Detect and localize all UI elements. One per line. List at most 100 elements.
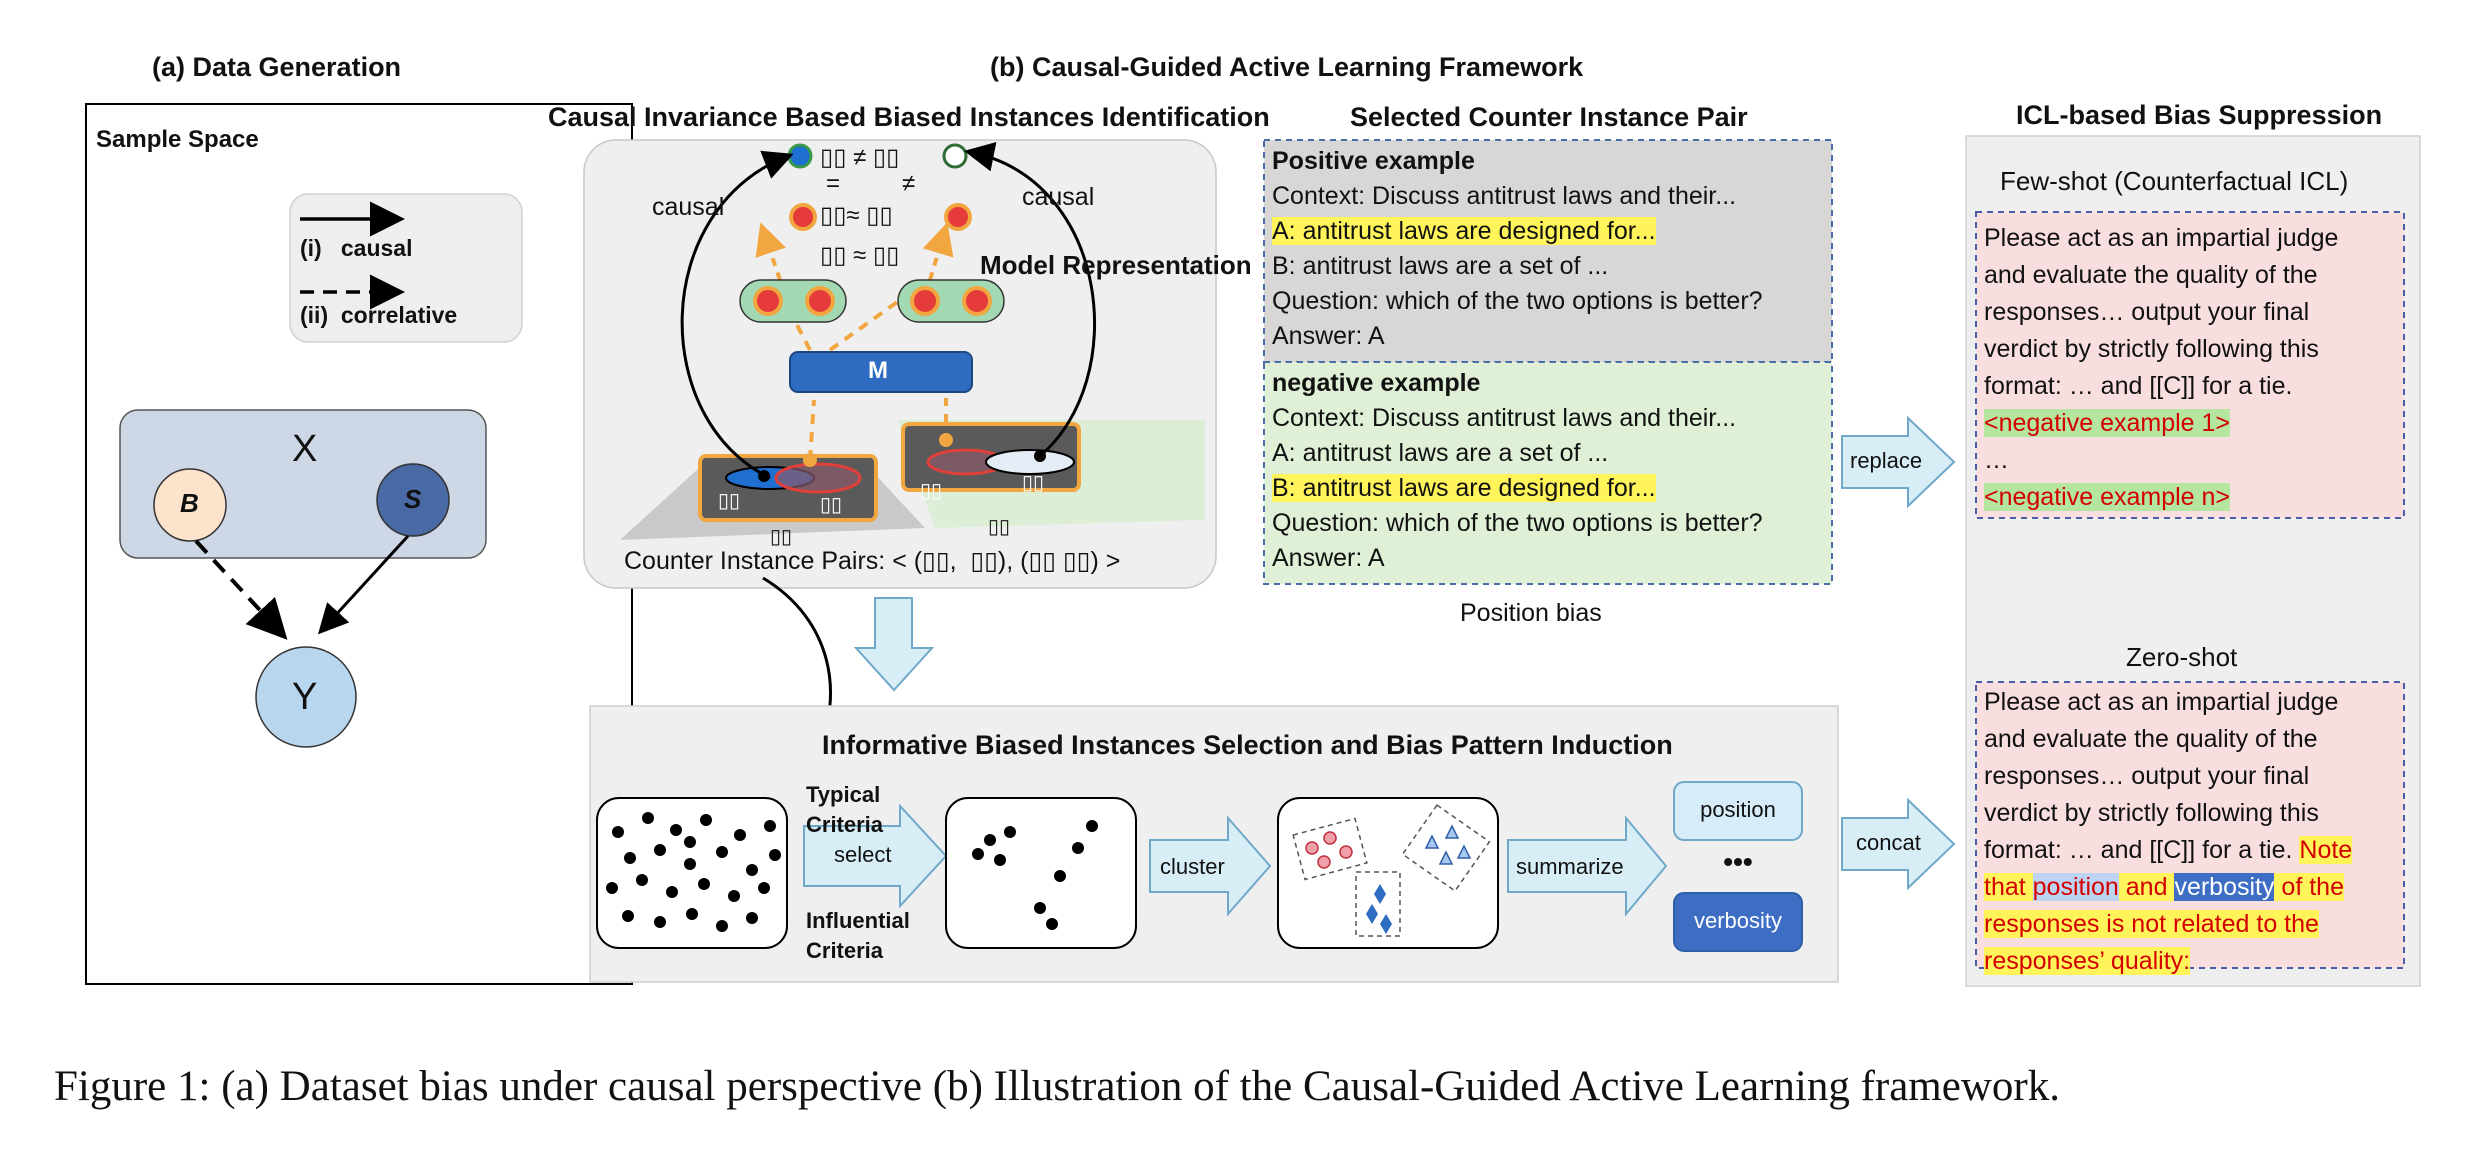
- counter-instance-pairs: Counter Instance Pairs: < (▯▯, ▯▯), (▯▯ …: [624, 547, 1121, 575]
- zeroshot-line-8: responses’ quality:: [1984, 947, 2191, 975]
- edge-b-y: [194, 539, 288, 640]
- output-right-red: [944, 203, 972, 231]
- model-m: [789, 351, 973, 393]
- icl-title: ICL-based Bias Suppression: [2016, 100, 2383, 130]
- fewshot-line-5: format: … and [[C]] for a tie.: [1984, 372, 2293, 400]
- symbol-neq: ≠: [902, 170, 916, 197]
- negative-example-n: <negative example n>: [1984, 483, 2231, 511]
- raw-samples-box: [596, 797, 788, 949]
- edge-s-y: [317, 534, 410, 635]
- plane-label-right: ▯▯: [988, 516, 1011, 538]
- influential-criteria-line-1: Influential: [806, 908, 910, 933]
- zeroshot-and: and: [2118, 873, 2175, 901]
- zeroshot-of-the: of the: [2274, 873, 2344, 901]
- influential-criteria: Influential Criteria: [806, 906, 910, 966]
- pattern-verbosity: verbosity: [1693, 908, 1783, 933]
- cluster-circles: [1292, 817, 1368, 881]
- node-b: [153, 468, 227, 542]
- symbol-top: ▯▯ ≠ ▯▯: [820, 144, 900, 171]
- fewshot-ellipsis: …: [1984, 446, 2009, 474]
- selection-title: Informative Biased Instances Selection a…: [822, 730, 1673, 760]
- select-arrow: [803, 803, 948, 909]
- concat-arrow: [1841, 797, 1956, 891]
- zeroshot-prompt: Please act as an impartial judge and eva…: [1984, 684, 2353, 980]
- fewshot-title: Few-shot (Counterfactual ICL): [2000, 166, 2349, 196]
- output-left-blue: [787, 143, 813, 169]
- node-x-label: X: [292, 428, 318, 470]
- cluster-triangles: [1401, 804, 1491, 892]
- causal-label-left: causal: [652, 193, 725, 221]
- instance-label-2a: ▯▯: [920, 480, 943, 502]
- typical-criteria-line-2: Criteria: [806, 812, 884, 837]
- positive-heading: Positive example: [1272, 147, 1475, 175]
- symbol-approx-2: ▯▯ ≈ ▯▯: [820, 242, 900, 269]
- causal-label-right: causal: [1022, 183, 1095, 211]
- summarize-arrow: [1507, 815, 1668, 917]
- zeroshot-line-3: responses… output your final: [1984, 762, 2310, 790]
- zeroshot-line-1: Please act as an impartial judge: [1984, 688, 2339, 716]
- negative-heading: negative example: [1272, 369, 1481, 397]
- select-label: select: [834, 842, 892, 867]
- negative-line-1: Context: Discuss antitrust laws and thei…: [1272, 404, 1737, 432]
- output-left-red: [789, 203, 817, 231]
- zeroshot-line-2: and evaluate the quality of the: [1984, 725, 2318, 753]
- positive-line-2: A: antitrust laws are designed for...: [1272, 217, 1656, 245]
- fewshot-line-1: Please act as an impartial judge: [1984, 224, 2339, 252]
- negative-example-box: [1263, 361, 1833, 585]
- zeroshot-verbosity: verbosity: [2174, 873, 2275, 901]
- cluster-label: cluster: [1160, 854, 1225, 879]
- fewshot-line-3: responses… output your final: [1984, 298, 2310, 326]
- model-representation-label: Model Representation: [980, 250, 1252, 280]
- raw-sample-dots: [606, 812, 781, 932]
- positive-line-4: Question: which of the two options is be…: [1272, 287, 1763, 315]
- positive-line-3: B: antitrust laws are a set of ...: [1272, 252, 1609, 280]
- negative-example: negative example Context: Discuss antitr…: [1272, 366, 1763, 576]
- instance-label-1a: ▯▯: [718, 490, 741, 512]
- legend-causal: (i) causal: [300, 235, 413, 261]
- plane-label-left: ▯▯: [770, 526, 793, 548]
- negative-line-2: A: antitrust laws are a set of ...: [1272, 439, 1609, 467]
- fewshot-prompt: Please act as an impartial judge and eva…: [1984, 220, 2338, 516]
- figure-caption: Figure 1: (a) Dataset bias under causal …: [54, 1063, 2060, 1110]
- positive-example-box: [1263, 139, 1833, 363]
- pattern-position-box: [1673, 781, 1803, 841]
- negative-line-5: Answer: A: [1272, 544, 1385, 572]
- negative-line-4: Question: which of the two options is be…: [1272, 509, 1763, 537]
- panel-a-title: (a) Data Generation: [152, 52, 402, 82]
- selected-samples-box: [945, 797, 1137, 949]
- positive-line-1: Context: Discuss antitrust laws and thei…: [1272, 182, 1737, 210]
- fewshot-box: [1975, 211, 2405, 519]
- position-bias-label: Position bias: [1460, 599, 1602, 627]
- typical-criteria-line-1: Typical: [806, 782, 881, 807]
- node-y: [255, 646, 357, 748]
- zeroshot-position: position: [2032, 873, 2119, 901]
- selected-sample-dots: [972, 820, 1098, 930]
- sample-space-label: Sample Space: [96, 126, 259, 153]
- node-b-label: B: [180, 488, 199, 518]
- zeroshot-title: Zero-shot: [2126, 642, 2238, 672]
- summarize-label: summarize: [1516, 854, 1624, 879]
- counter-pair-title: Selected Counter Instance Pair: [1350, 102, 1748, 132]
- node-s-label: S: [404, 484, 422, 514]
- symbol-eq: =: [826, 170, 841, 197]
- pattern-position: position: [1700, 797, 1776, 822]
- down-arrow: [853, 597, 935, 692]
- fewshot-line-4: verdict by strictly following this: [1984, 335, 2319, 363]
- replace-arrow: [1841, 415, 1956, 509]
- node-s: [376, 463, 450, 537]
- typical-criteria: Typical Criteria: [806, 780, 883, 840]
- cluster-arrow: [1149, 815, 1272, 917]
- node-y-label: Y: [292, 676, 318, 718]
- legend-box: [289, 193, 523, 343]
- fewshot-line-2: and evaluate the quality of the: [1984, 261, 2318, 289]
- cluster-diamonds: [1355, 871, 1401, 937]
- negative-example-1: <negative example 1>: [1984, 409, 2231, 437]
- replace-label: replace: [1850, 448, 1923, 473]
- influential-criteria-line-2: Criteria: [806, 938, 884, 963]
- concat-label: concat: [1856, 830, 1921, 855]
- positive-line-5: Answer: A: [1272, 322, 1385, 350]
- pattern-verbosity-box: [1673, 892, 1803, 952]
- pattern-dots: •••: [1723, 846, 1753, 877]
- output-right-white: [942, 143, 968, 169]
- instance-label-1b: ▯▯: [820, 494, 843, 516]
